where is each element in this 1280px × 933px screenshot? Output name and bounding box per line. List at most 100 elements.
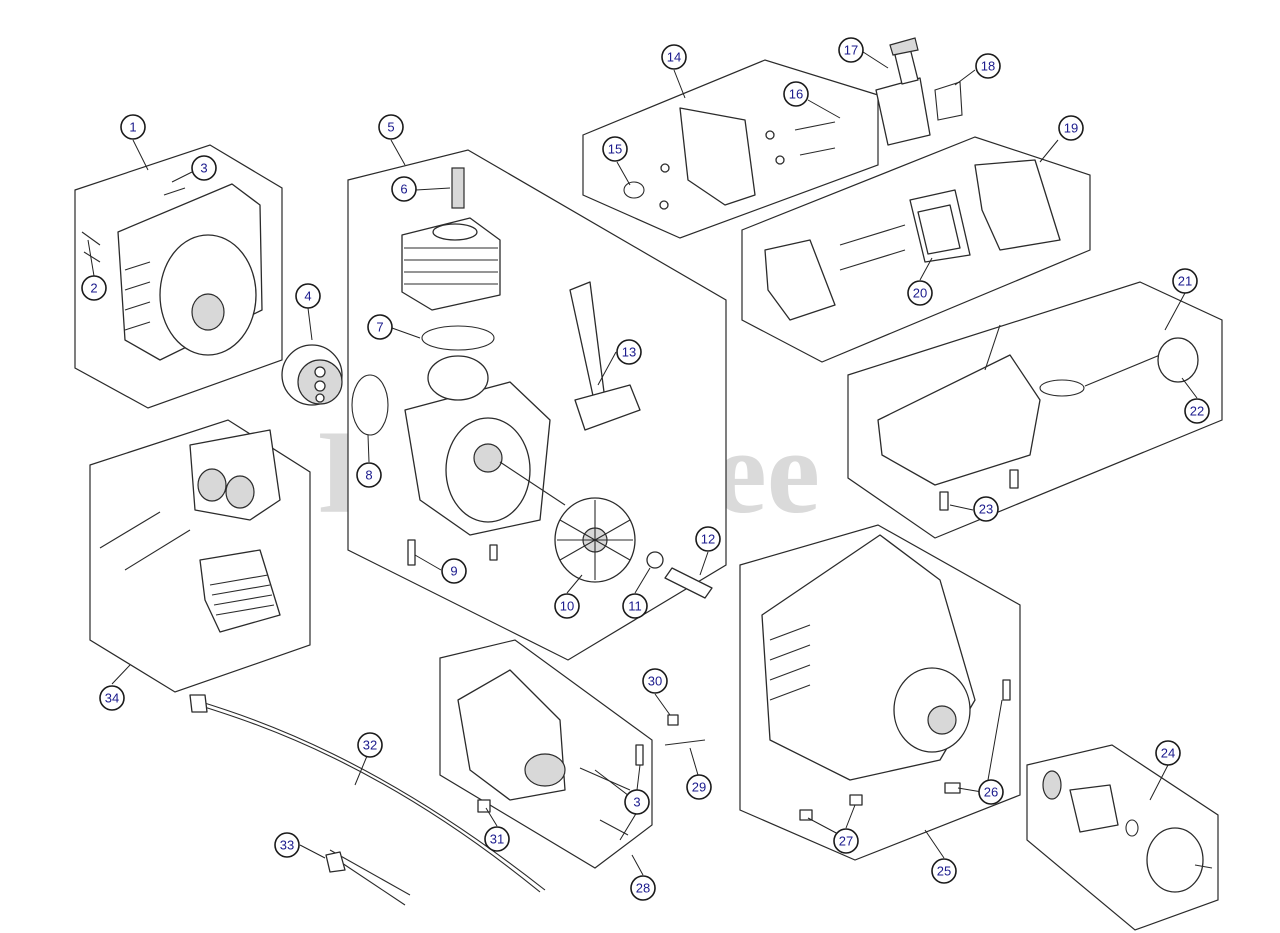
svg-text:28: 28 (636, 881, 650, 896)
panel-engine-assembly (739, 524, 1021, 861)
panel-engine-block (347, 149, 727, 661)
svg-text:13: 13 (622, 345, 636, 360)
callout-28[interactable]: 28 (630, 875, 656, 901)
svg-text:23: 23 (979, 502, 993, 517)
callout-33[interactable]: 33 (274, 832, 300, 858)
svg-text:32: 32 (363, 738, 377, 753)
svg-text:6: 6 (400, 182, 407, 197)
svg-text:14: 14 (667, 50, 681, 65)
svg-text:30: 30 (648, 674, 662, 689)
callout-26[interactable]: 26 (978, 779, 1004, 805)
svg-text:26: 26 (984, 785, 998, 800)
callout-12[interactable]: 12 (695, 526, 721, 552)
ignition-coil-part (574, 384, 641, 431)
panel-fuel-tank (847, 281, 1223, 539)
svg-text:3: 3 (633, 795, 640, 810)
svg-text:11: 11 (628, 599, 642, 614)
svg-text:17: 17 (844, 43, 858, 58)
callout-4[interactable]: 4 (295, 283, 321, 309)
svg-text:31: 31 (490, 832, 504, 847)
panel-clutch-assembly (1026, 744, 1219, 931)
spark-plug-part (451, 167, 465, 209)
svg-text:1: 1 (129, 120, 136, 135)
svg-text:2: 2 (90, 281, 97, 296)
crankcase-gasket-part (351, 374, 389, 436)
throttle-cable-part (194, 699, 546, 891)
svg-text:4: 4 (304, 289, 311, 304)
cylinder-gasket-part (421, 325, 495, 351)
air-filter-base-part (764, 239, 836, 321)
flywheel-part (554, 497, 636, 583)
panel-starter-housing (74, 144, 343, 409)
callout-19[interactable]: 19 (1058, 115, 1084, 141)
svg-text:7: 7 (376, 320, 383, 335)
callout-32[interactable]: 32 (357, 732, 383, 758)
callout-21[interactable]: 21 (1172, 268, 1198, 294)
callout-3[interactable]: 3 (191, 155, 217, 181)
svg-text:15: 15 (608, 142, 622, 157)
callout-9[interactable]: 9 (441, 558, 467, 584)
carb-gasket-part (934, 81, 963, 121)
svg-text:3: 3 (200, 161, 207, 176)
svg-text:5: 5 (387, 120, 394, 135)
sleeve-part (664, 567, 713, 599)
callout-2[interactable]: 2 (81, 275, 107, 301)
callout-24[interactable]: 24 (1155, 740, 1181, 766)
callout-30[interactable]: 30 (642, 668, 668, 694)
svg-text:24: 24 (1161, 746, 1175, 761)
fuel-tank-part (877, 354, 1041, 486)
muffler-body-part (199, 549, 281, 633)
callout-20[interactable]: 20 (907, 280, 933, 306)
callout-29[interactable]: 29 (686, 774, 712, 800)
panel-clutch-housing (439, 639, 653, 869)
carburetor-part (875, 37, 963, 146)
callout-16[interactable]: 16 (783, 81, 809, 107)
svg-text:33: 33 (280, 838, 294, 853)
svg-text:9: 9 (450, 564, 457, 579)
carb-adapter-part (679, 107, 756, 206)
svg-text:10: 10 (560, 599, 574, 614)
clutch-washer-part (1042, 770, 1062, 800)
clutch-drum-part (1146, 827, 1204, 893)
svg-text:27: 27 (839, 834, 853, 849)
callout-6[interactable]: 6 (391, 176, 417, 202)
svg-text:34: 34 (105, 691, 119, 706)
svg-text:18: 18 (981, 59, 995, 74)
svg-text:20: 20 (913, 286, 927, 301)
callout-31[interactable]: 31 (484, 826, 510, 852)
svg-text:16: 16 (789, 87, 803, 102)
callout-3b[interactable]: 3 (624, 789, 650, 815)
callout-17[interactable]: 17 (838, 37, 864, 63)
air-filter-cover-part (974, 159, 1061, 251)
clutch-shoe-part (1069, 784, 1119, 833)
piston-part (427, 355, 489, 401)
callout-25[interactable]: 25 (931, 858, 957, 884)
callout-18[interactable]: 18 (975, 53, 1001, 79)
callout-22[interactable]: 22 (1184, 398, 1210, 424)
callout-15[interactable]: 15 (602, 136, 628, 162)
callout-27[interactable]: 27 (833, 828, 859, 854)
panel-muffler (89, 419, 311, 693)
panel-carb-adapter (582, 59, 879, 239)
svg-text:19: 19 (1064, 121, 1078, 136)
callout-23[interactable]: 23 (973, 496, 999, 522)
callout-10[interactable]: 10 (554, 593, 580, 619)
panel-air-filter (741, 136, 1091, 363)
callout-13[interactable]: 13 (616, 339, 642, 365)
cylinder-part (401, 217, 501, 311)
callout-5[interactable]: 5 (378, 114, 404, 140)
callout-11[interactable]: 11 (622, 593, 648, 619)
fuel-cap-part (1157, 337, 1199, 383)
shaft-part (664, 739, 706, 746)
callout-8[interactable]: 8 (356, 462, 382, 488)
callout-1[interactable]: 1 (120, 114, 146, 140)
svg-text:12: 12 (701, 532, 715, 547)
starter-pulley-part (281, 344, 343, 406)
washer-part (646, 551, 664, 569)
svg-text:22: 22 (1190, 404, 1204, 419)
callout-34[interactable]: 34 (99, 685, 125, 711)
callout-14[interactable]: 14 (661, 44, 687, 70)
svg-text:8: 8 (365, 468, 372, 483)
callout-7[interactable]: 7 (367, 314, 393, 340)
